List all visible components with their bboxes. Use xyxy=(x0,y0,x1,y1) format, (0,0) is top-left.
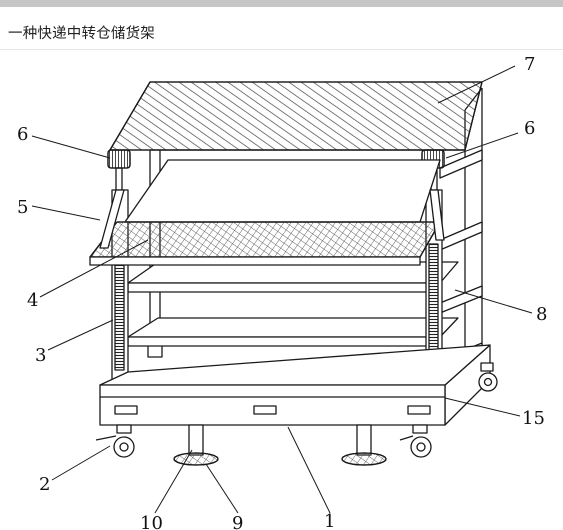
label-9: 9 xyxy=(232,513,243,530)
label-8: 8 xyxy=(536,304,547,325)
label-3: 3 xyxy=(35,345,46,366)
label-10: 10 xyxy=(140,513,163,530)
label-6-left: 6 xyxy=(17,124,28,145)
support-arms xyxy=(99,189,445,249)
label-7: 7 xyxy=(524,54,535,75)
mesh-shelf xyxy=(89,221,441,266)
callout-labels: 1 2 3 4 5 6 6 7 8 9 10 15 xyxy=(17,54,547,530)
label-6-right: 6 xyxy=(524,118,535,139)
inner-shelves xyxy=(127,261,459,347)
top-cover xyxy=(109,81,483,151)
page-title: 一种快递中转仓储货架 xyxy=(8,26,155,42)
caster-wheels xyxy=(95,362,498,458)
label-2: 2 xyxy=(39,474,50,495)
label-15: 15 xyxy=(522,408,545,429)
title-divider xyxy=(0,49,563,50)
side-shelves xyxy=(439,149,483,371)
base-frame xyxy=(99,344,491,426)
label-4: 4 xyxy=(27,290,38,311)
label-1: 1 xyxy=(324,511,335,530)
label-5: 5 xyxy=(17,197,28,218)
tilted-panel xyxy=(124,159,441,223)
support-feet xyxy=(173,424,387,466)
leader-lines xyxy=(31,65,533,514)
top-bar xyxy=(0,0,563,7)
